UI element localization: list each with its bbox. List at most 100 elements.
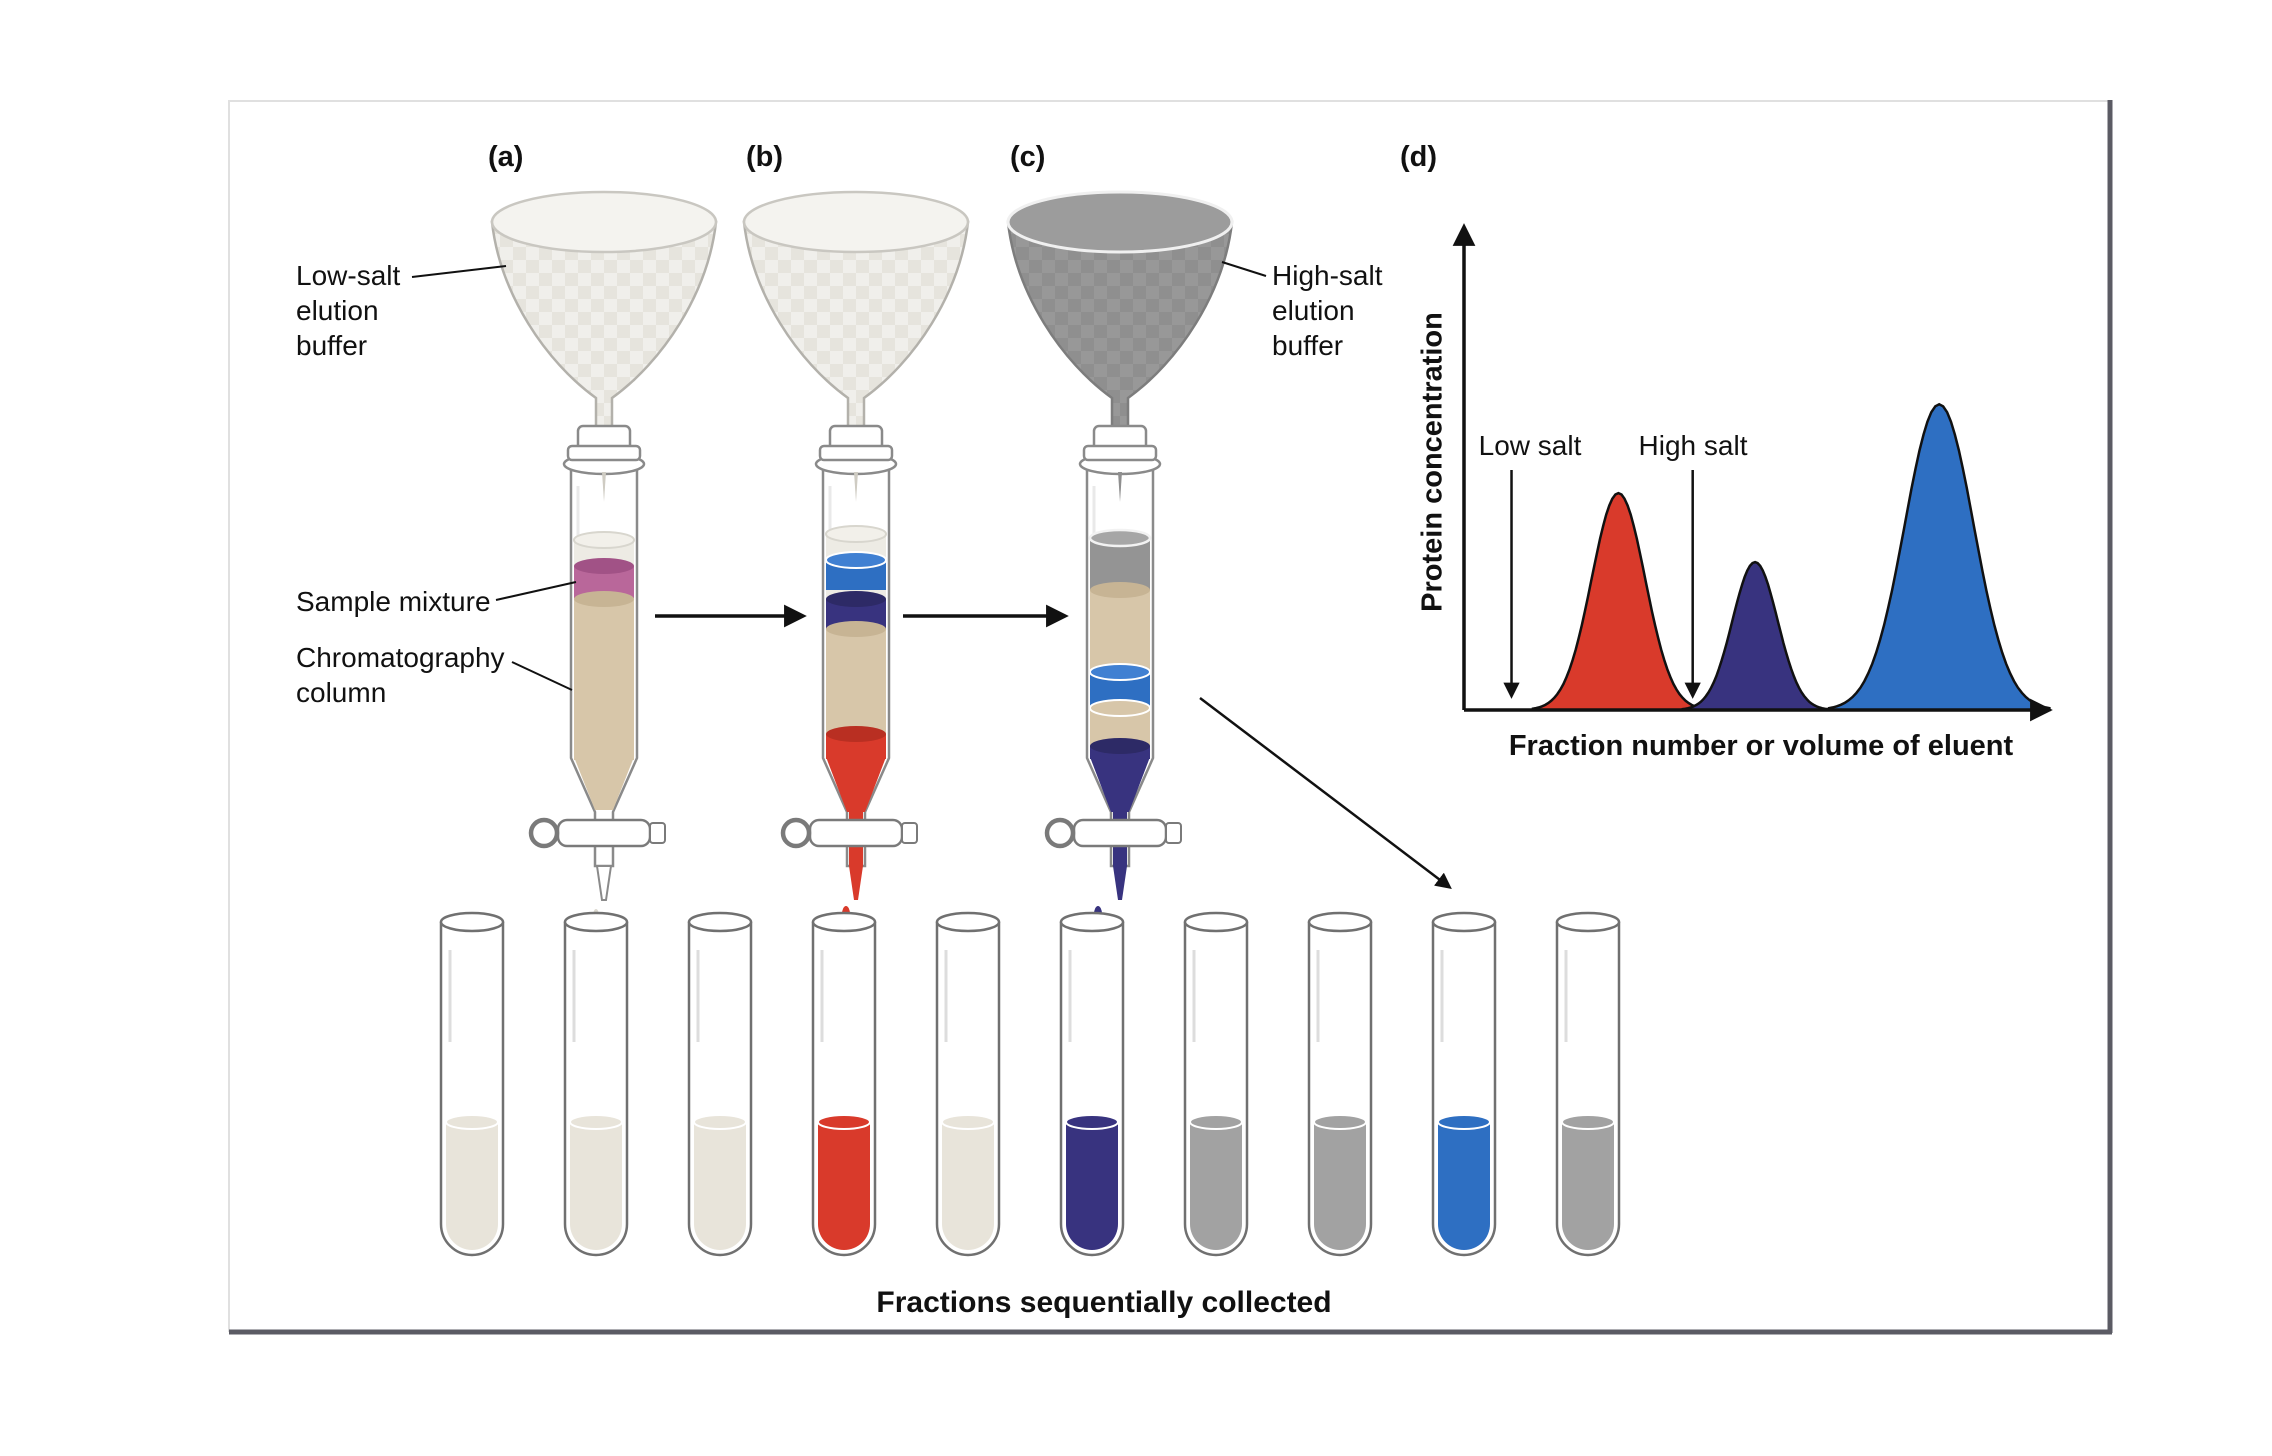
test-tube-5 [935, 911, 1001, 1257]
fraction-liquid [1066, 1122, 1118, 1250]
red-eluate-surface [826, 726, 886, 742]
stopcock-cap [901, 822, 918, 844]
fraction-liquid [446, 1122, 498, 1250]
fraction-surface [1313, 1114, 1367, 1130]
navy-band-surface [826, 591, 886, 607]
label-sample-mixture: Sample mixture [296, 586, 491, 617]
packing-surface [826, 621, 886, 637]
packing-bed [574, 598, 634, 760]
fraction-liquid [570, 1122, 622, 1250]
panel-label-d: (d) [1400, 141, 1438, 173]
fraction-surface [817, 1114, 871, 1130]
blue-band-surface [825, 551, 887, 569]
y-axis-title: Protein concentration [1416, 312, 1449, 612]
label-chromatography-column: Chromatography column [296, 642, 505, 708]
tube-opening [935, 911, 1001, 933]
test-tube-7 [1183, 911, 1249, 1257]
fraction-liquid [942, 1122, 994, 1250]
tube-opening [1307, 911, 1373, 933]
protein-peak-2 [1681, 560, 1829, 712]
tube-opening [811, 911, 877, 933]
buffer-surface [825, 525, 887, 543]
high-salt-buffer-surface [1088, 528, 1152, 548]
stopcock-handle [1044, 817, 1076, 849]
panel-label-b: (b) [746, 141, 784, 173]
blue-band-surface [1089, 663, 1151, 681]
red-eluate [826, 734, 886, 900]
leader-low-salt-buffer [411, 265, 507, 278]
test-tube-4 [811, 911, 877, 1257]
tube-opening [1555, 911, 1621, 933]
packing-bed-upper [1090, 590, 1150, 672]
test-tube-9 [1431, 911, 1497, 1257]
fraction-surface [569, 1114, 623, 1130]
tube-opening [563, 911, 629, 933]
fraction-liquid [1314, 1122, 1366, 1250]
panel-label-c: (c) [1010, 141, 1046, 173]
leader-lines [411, 261, 1267, 691]
navy-eluate-surface [1090, 738, 1150, 754]
red-taper [826, 757, 886, 812]
fraction-liquid [694, 1122, 746, 1250]
test-tube-2 [563, 911, 629, 1257]
funnel-mouth [490, 190, 718, 254]
leader-chromatography-column [511, 661, 573, 691]
spout [595, 865, 613, 901]
panel-label-a: (a) [488, 141, 524, 173]
fraction-liquid [1438, 1122, 1490, 1250]
fraction-liquid [818, 1122, 870, 1250]
flow-arrows [655, 604, 1452, 889]
packing-taper [574, 757, 634, 810]
apparatus-a [490, 190, 718, 1084]
protein-peak-1 [1531, 491, 1706, 712]
tube-opening [687, 911, 753, 933]
stopcock [528, 817, 666, 849]
packing-surface [1090, 582, 1150, 598]
buffer-inlet-drip [602, 472, 606, 502]
fraction-liquid [1190, 1122, 1242, 1250]
sample-band-surface [574, 558, 634, 574]
chromatogram-peaks [1531, 402, 2051, 712]
test-tube-6 [1059, 911, 1125, 1257]
stopcock-handle [780, 817, 812, 849]
test-tube-3 [687, 911, 753, 1257]
funnel-mouth [742, 190, 970, 254]
fractions-caption: Fractions sequentially collected [876, 1286, 1332, 1319]
fraction-surface [1189, 1114, 1243, 1130]
label-high-salt-buffer: High-salt elution buffer [1272, 260, 1383, 361]
test-tube-1 [439, 911, 505, 1257]
x-axis-title: Fraction number or volume of eluent [1508, 730, 2014, 762]
fraction-surface [1437, 1114, 1491, 1130]
tube-opening [439, 911, 505, 933]
tube-opening [1183, 911, 1249, 933]
tube-opening [1431, 911, 1497, 933]
navy-taper [1090, 757, 1150, 812]
buffer-surface [573, 531, 635, 549]
stopcock-barrel [556, 818, 652, 848]
packing-surface [574, 591, 634, 607]
stopcock [780, 817, 918, 849]
stopcock-handle [528, 817, 560, 849]
leader-high-salt-buffer [1221, 261, 1267, 277]
packing-bed [826, 629, 886, 735]
fraction-surface [1065, 1114, 1119, 1130]
salt-annotation-arrows [1503, 470, 1701, 699]
column-a-contents [573, 531, 635, 810]
stopcock-barrel [1072, 818, 1168, 848]
fraction-surface [693, 1114, 747, 1130]
stopper-flange [1082, 444, 1158, 462]
fraction-surface [445, 1114, 499, 1130]
red-spout [849, 866, 863, 900]
column-b-contents [825, 525, 887, 900]
buffer-inlet-drip [854, 472, 858, 502]
funnel-mouth [1006, 190, 1234, 254]
stopper-flange [818, 444, 894, 462]
funnel-bowl [490, 220, 718, 434]
stopcock [1044, 817, 1182, 849]
leader-sample-mixture [495, 581, 577, 601]
column-c-contents [1088, 528, 1152, 900]
stopcock-barrel [808, 818, 904, 848]
test-tube-10 [1555, 911, 1621, 1257]
